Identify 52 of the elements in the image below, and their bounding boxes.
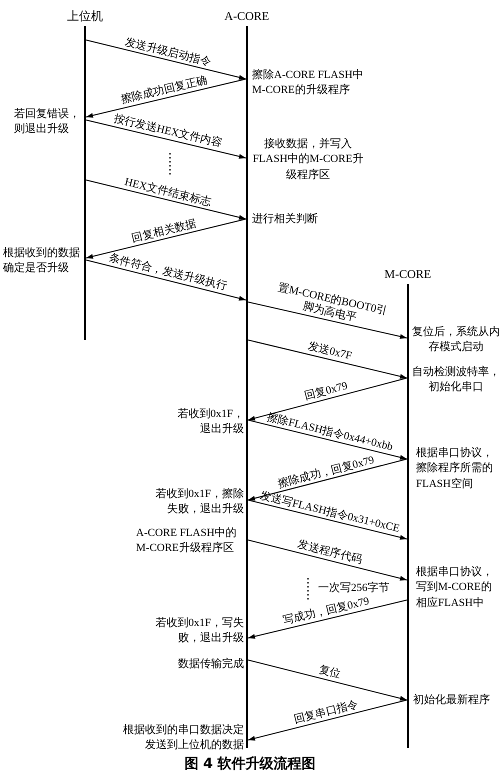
lifeline-header: M-CORE	[384, 268, 432, 280]
message-arrow	[248, 500, 408, 540]
note-text: 根据收到的串口数据决定发送到上位机的数据	[122, 723, 244, 754]
edge-label: 发送0x7F	[306, 340, 352, 364]
message-arrow	[248, 378, 408, 421]
lifeline-header: 上位机	[66, 10, 103, 22]
message-arrow	[248, 660, 408, 701]
note-text: 根据串口协议，擦除程序所需的FLASH空间	[416, 446, 494, 492]
note-text: 根据收到的数据确定是否升级	[3, 246, 81, 276]
note-text: 若回复错误，则退出升级	[14, 107, 81, 138]
message-arrow	[86, 78, 246, 118]
edge-label: 擦除成功回复正确	[120, 74, 209, 108]
note-text: 进行相关判断	[252, 212, 319, 227]
message-arrow	[86, 40, 246, 80]
message-arrow	[86, 260, 246, 301]
message-arrow	[248, 340, 408, 379]
note-text: 自动检测波特率，初始化串口	[412, 365, 500, 396]
edge-label: 回复串口指令	[292, 698, 360, 727]
figure-caption: 图 4 软件升级流程图	[183, 754, 317, 774]
message-arrow	[248, 302, 408, 339]
message-arrow	[86, 120, 246, 159]
note-text: 若收到0x1F，写失败，退出升级	[154, 616, 244, 646]
lifeline-header: A-CORE	[224, 10, 270, 22]
message-arrow	[86, 218, 246, 259]
note-text: 根据串口协议，写到M-CORE的相应FLASH中	[416, 565, 494, 611]
edge-label: 擦除FLASH指令0x44+0xbb	[265, 410, 394, 454]
message-arrow	[248, 420, 408, 460]
note-text: 初始化最新程序	[413, 693, 491, 708]
edge-label: 擦除成功，回复0x79	[276, 454, 376, 491]
edge-label: 发送程序代码	[296, 538, 363, 567]
note-text: 复位后，系统从内存模式启动	[412, 325, 500, 356]
message-arrow	[248, 458, 408, 501]
note-text: 若收到0x1F，退出升级	[176, 407, 244, 438]
message-arrow	[248, 600, 408, 639]
message-arrow	[248, 700, 408, 741]
note-text: A-CORE FLASH中的M-CORE升级程序区	[136, 526, 238, 556]
edge-label: 写成功，回复0x79	[281, 595, 370, 628]
note-text: 若收到0x1F，擦除失败，退出升级	[154, 487, 244, 518]
note-text: 数据传输完成	[177, 657, 244, 672]
note-text: 一次写256字节	[318, 581, 390, 596]
edge-label: 条件符合，发送升级执行	[108, 252, 228, 294]
note-text: 擦除A-CORE FLASH中M-CORE的升级程序	[252, 68, 365, 98]
edge-label: 复位	[317, 664, 342, 682]
note-text: 接收数据，并写入FLASH中的M-CORE升级程序区	[252, 137, 364, 183]
edge-label: 置M-CORE的BOOT0引脚为高电平	[276, 281, 388, 326]
edge-label: HEX文件结束标志	[123, 175, 212, 209]
edge-label: 回复0x79	[302, 380, 349, 404]
edge-label: 回复相关数据	[130, 216, 198, 246]
edge-label: 按行发送HEX文件内容	[112, 112, 224, 151]
edge-label: 发送升级启动指令	[123, 35, 212, 69]
message-arrow	[86, 180, 246, 220]
message-arrow	[248, 540, 408, 581]
